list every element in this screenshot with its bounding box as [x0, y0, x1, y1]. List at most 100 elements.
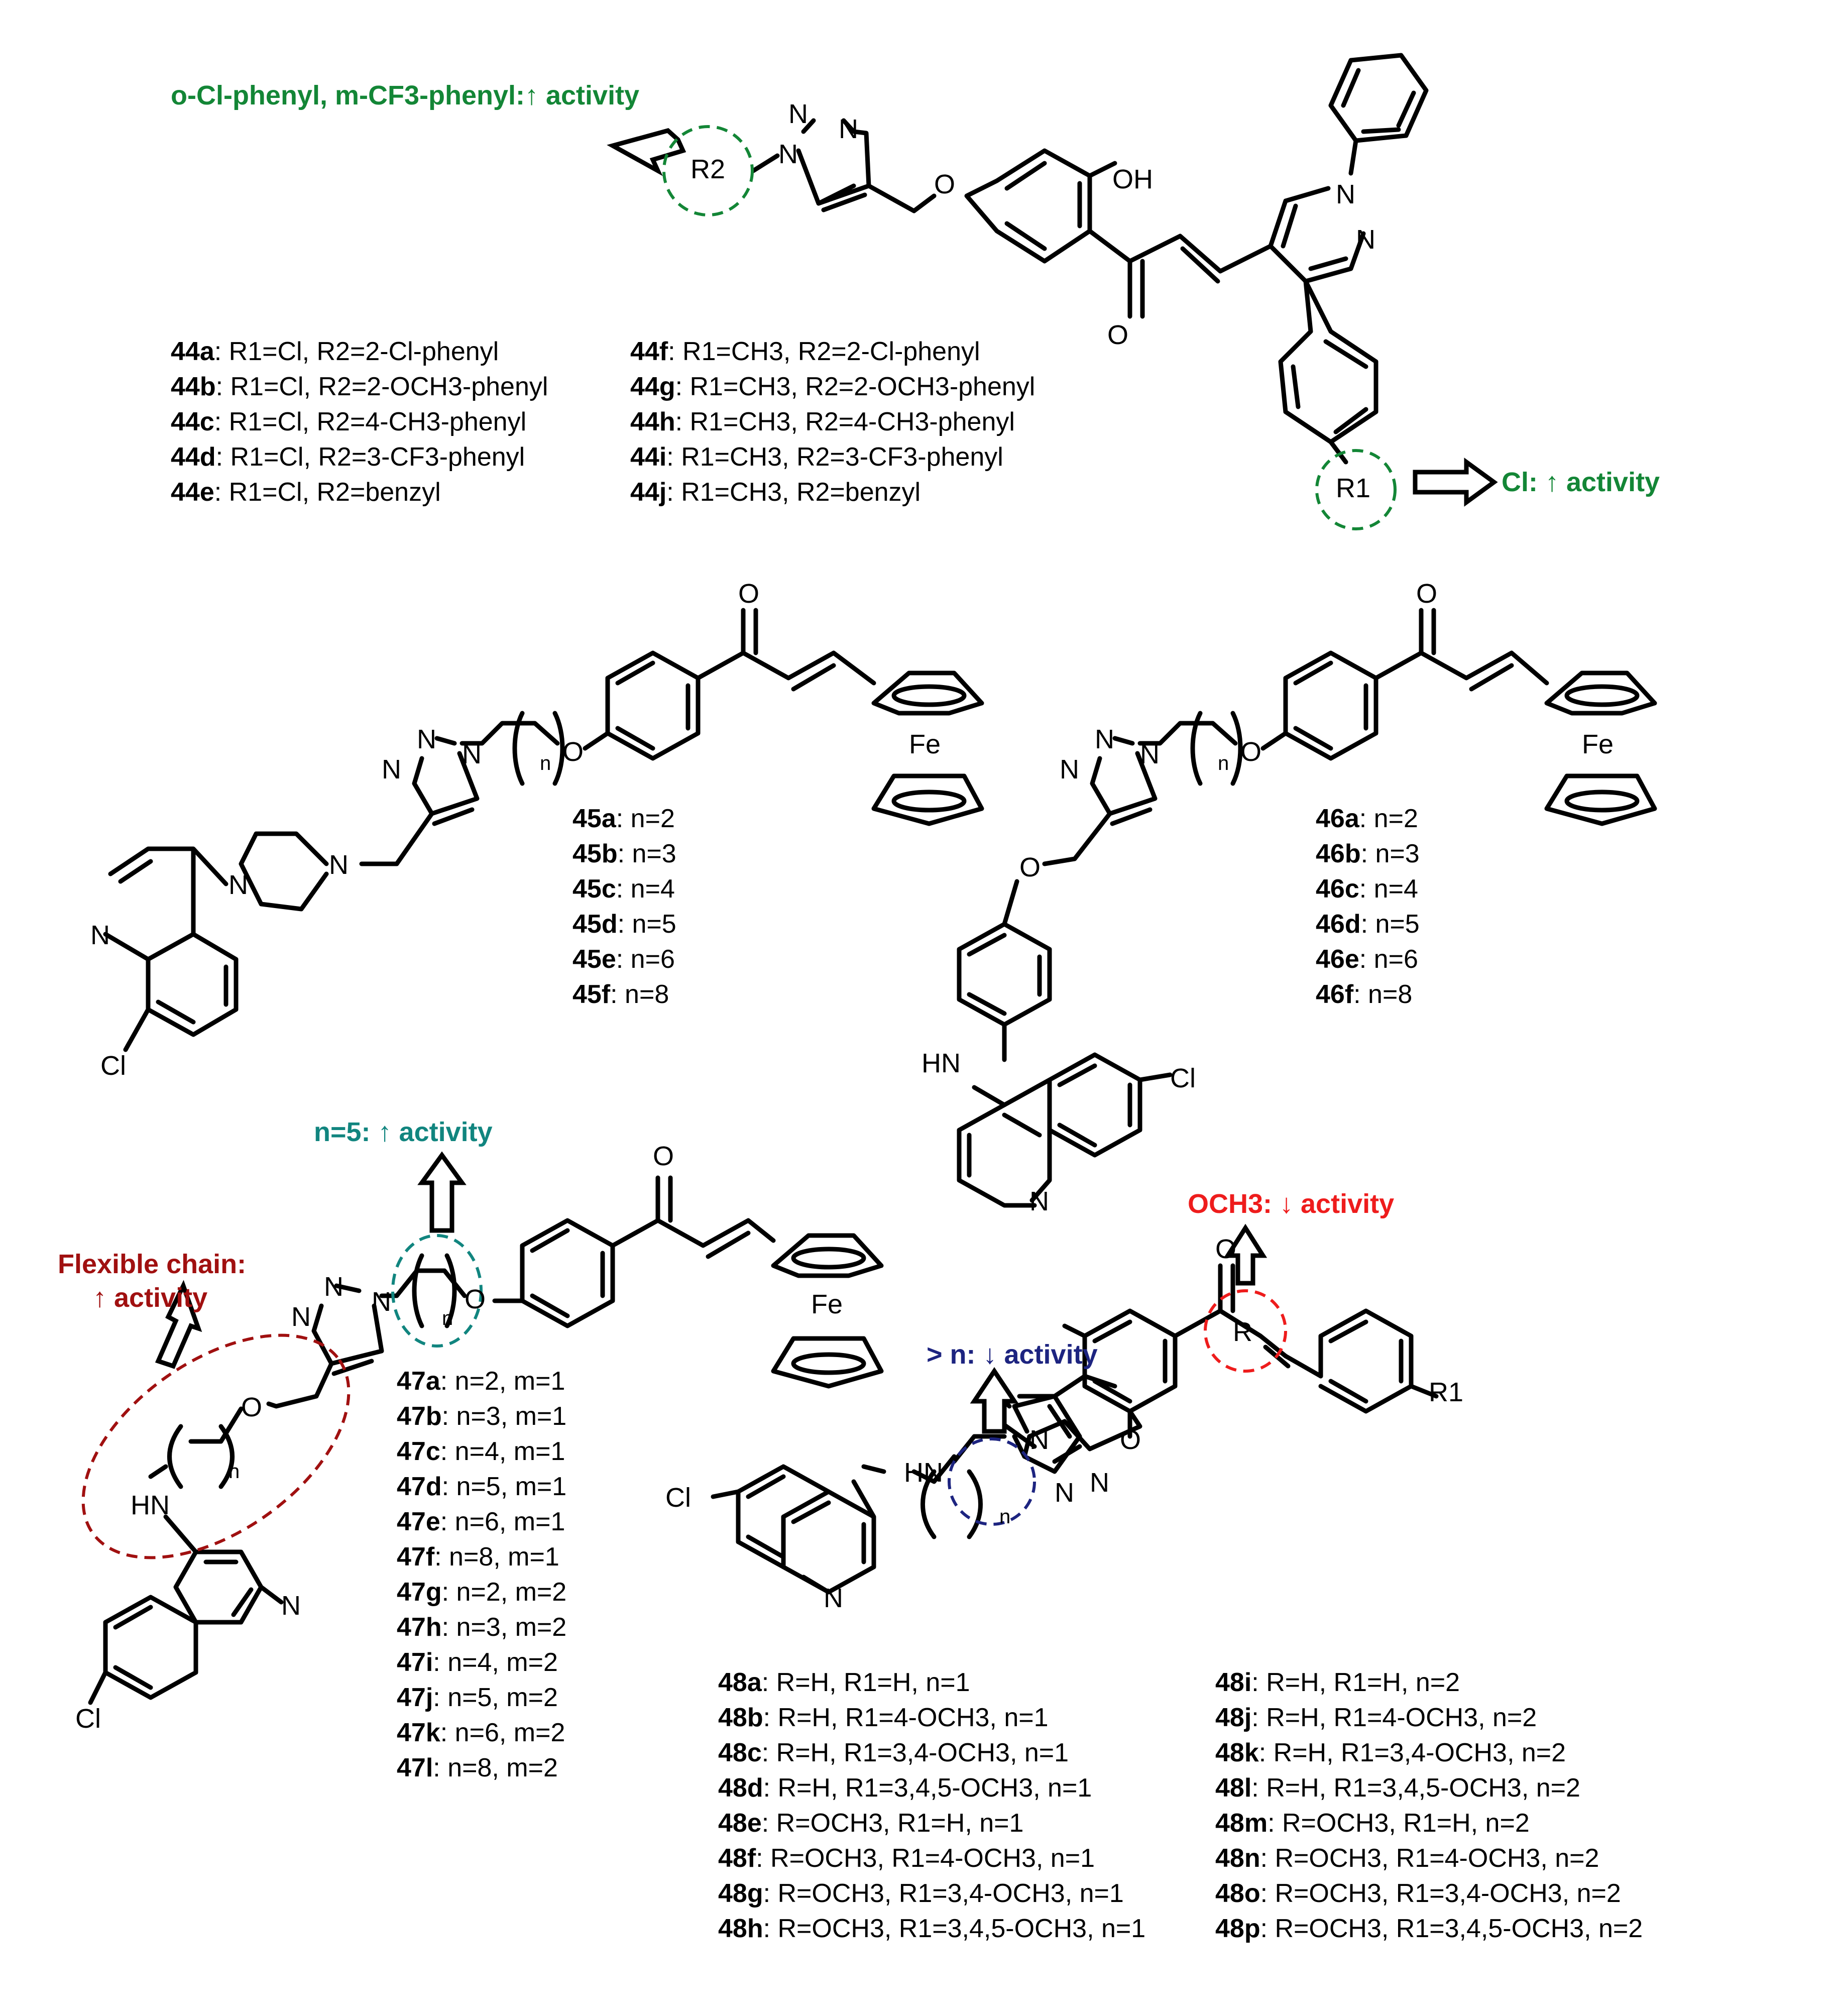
legend-entry-47f: 47f: n=8, m=1	[397, 1539, 566, 1575]
compound-id: 47j	[397, 1683, 433, 1712]
compound-id: 46a	[1316, 804, 1359, 833]
atom-46-o-link: O	[1019, 852, 1041, 882]
arrow-47-n	[417, 1151, 467, 1233]
highlight-48-n	[948, 1437, 1036, 1526]
legend-entry-48l: 48l: R=H, R1=3,4,5-OCH3, n=2	[1215, 1770, 1643, 1806]
compound-id: 44e	[171, 478, 214, 507]
atom-46-cl: Cl	[1170, 1063, 1196, 1093]
compound-substituents: : R=H, R1=H, n=1	[761, 1668, 970, 1697]
atom-46-n2: N	[1095, 724, 1114, 754]
legend-entry-47l: 47l: n=8, m=2	[397, 1750, 566, 1785]
atom-47-n-subscript-2: n	[228, 1461, 240, 1483]
compound-id: 47h	[397, 1613, 442, 1642]
compound-id: 47g	[397, 1578, 442, 1607]
legend-entry-48h: 48h: R=OCH3, R1=3,4,5-OCH3, n=1	[718, 1911, 1145, 1946]
sar-note-48-r: OCH3: ↓ activity	[1188, 1189, 1395, 1219]
atom-44-pyrazole-n2: N	[1356, 225, 1375, 255]
highlight-47-n	[391, 1234, 483, 1348]
atom-45-piperazine-n2: N	[228, 870, 248, 900]
compound-id: 47i	[397, 1648, 433, 1677]
legend-entry-48a: 48a: R=H, R1=H, n=1	[718, 1665, 1145, 1700]
legend-entry-44c: 44c: R1=Cl, R2=4-CH3-phenyl	[171, 404, 548, 439]
atom-45-o-carbonyl: O	[738, 579, 760, 609]
compound-substituents: : R=H, R1=4-OCH3, n=2	[1251, 1703, 1537, 1732]
scaffold-44	[607, 53, 1498, 530]
compound-id: 45b	[572, 839, 618, 868]
atom-45-quinoline-n: N	[90, 920, 110, 950]
atom-44-pyrazole-n1: N	[1336, 179, 1355, 209]
compound-id: 48g	[718, 1879, 763, 1908]
compound-substituents: : n=4, m=2	[433, 1648, 558, 1677]
compound-substituents: : R1=Cl, R2=2-OCH3-phenyl	[215, 372, 548, 401]
compound-id: 48p	[1215, 1914, 1260, 1943]
atom-47-n-subscript: n	[442, 1307, 453, 1329]
atom-44-o-ether: O	[934, 169, 956, 199]
atom-47-cl: Cl	[75, 1704, 101, 1734]
legend-entry-47a: 47a: n=2, m=1	[397, 1364, 566, 1399]
highlight-48-r	[1204, 1289, 1287, 1373]
compound-substituents: : n=2, m=1	[440, 1367, 565, 1396]
legend-entry-48i: 48i: R=H, R1=H, n=2	[1215, 1665, 1643, 1700]
legend-entry-45a: 45a: n=2	[572, 801, 676, 836]
legend-entry-48f: 48f: R=OCH3, R1=4-OCH3, n=1	[718, 1841, 1145, 1876]
compound-id: 44i	[630, 442, 667, 472]
compound-id: 47a	[397, 1367, 440, 1396]
compound-substituents: : n=4	[616, 874, 675, 904]
atom-46-n3: N	[1060, 754, 1079, 785]
legend-entry-48j: 48j: R=H, R1=4-OCH3, n=2	[1215, 1700, 1643, 1735]
compound-id: 44j	[630, 478, 667, 507]
legend-entry-47g: 47g: n=2, m=2	[397, 1575, 566, 1610]
atom-48-n1: N	[1029, 1425, 1049, 1455]
compound-substituents: : n=3	[1360, 839, 1420, 868]
sar-note-44-r2: o-Cl-phenyl, m-CF3-phenyl:↑ activity	[171, 80, 640, 110]
compound-substituents: : n=5	[617, 910, 676, 939]
compound-substituents: : n=2	[1359, 804, 1418, 833]
compound-id: 46f	[1316, 980, 1354, 1009]
atom-44-r1: R1	[1336, 473, 1371, 503]
compound-id: 47c	[397, 1437, 440, 1466]
atom-47-o-ether: O	[465, 1284, 486, 1314]
arrow-44-r1	[1413, 458, 1498, 507]
sar-note-47-n: n=5: ↑ activity	[314, 1117, 493, 1147]
compound-substituents: : n=6, m=1	[440, 1507, 565, 1536]
compound-id: 48l	[1215, 1773, 1252, 1803]
legend-entry-48o: 48o: R=OCH3, R1=3,4-OCH3, n=2	[1215, 1876, 1643, 1911]
highlight-44-r2	[662, 125, 754, 216]
compound-substituents: : R=H, R1=H, n=2	[1251, 1668, 1460, 1697]
compound-substituents: : n=3	[617, 839, 676, 868]
legend-entry-48p: 48p: R=OCH3, R1=3,4,5-OCH3, n=2	[1215, 1911, 1643, 1946]
compound-substituents: : R=OCH3, R1=H, n=1	[761, 1809, 1024, 1838]
compound-id: 45d	[572, 910, 618, 939]
compound-substituents: : n=3, m=2	[441, 1613, 567, 1642]
atom-48-quinoline-n: N	[824, 1583, 843, 1613]
compound-id: 46d	[1316, 910, 1361, 939]
compound-id: 46e	[1316, 945, 1359, 974]
arrow-48-n	[970, 1367, 1019, 1434]
legend-entry-48d: 48d: R=H, R1=3,4,5-OCH3, n=1	[718, 1770, 1145, 1806]
legend-entry-45b: 45b: n=3	[572, 836, 676, 871]
atom-48-n-subscript: n	[999, 1506, 1011, 1528]
compound-id: 44f	[630, 337, 668, 366]
compound-id: 48b	[718, 1703, 763, 1732]
legend-entry-44b: 44b: R1=Cl, R2=2-OCH3-phenyl	[171, 369, 548, 404]
atom-44-o-carbonyl: O	[1107, 320, 1129, 350]
atom-45-n1: N	[462, 739, 482, 769]
scaffold-46	[957, 608, 1657, 1208]
compound-id: 47k	[397, 1718, 440, 1747]
legend-entry-46b: 46b: n=3	[1316, 836, 1420, 871]
legend-entry-48n: 48n: R=OCH3, R1=4-OCH3, n=2	[1215, 1841, 1643, 1876]
atom-46-fe: Fe	[1582, 729, 1614, 759]
atom-46-o-ether: O	[1240, 737, 1262, 767]
compound-substituents: : R1=CH3, R2=4-CH3-phenyl	[675, 407, 1015, 436]
legend-entry-47j: 47j: n=5, m=2	[397, 1680, 566, 1715]
atom-47-n2: N	[324, 1272, 343, 1302]
legend-entry-47k: 47k: n=6, m=2	[397, 1715, 566, 1750]
compound-id: 48o	[1215, 1879, 1260, 1908]
atom-44-n1: N	[778, 139, 798, 169]
compound-substituents: : R1=CH3, R2=2-OCH3-phenyl	[675, 372, 1035, 401]
compound-id: 44a	[171, 337, 214, 366]
